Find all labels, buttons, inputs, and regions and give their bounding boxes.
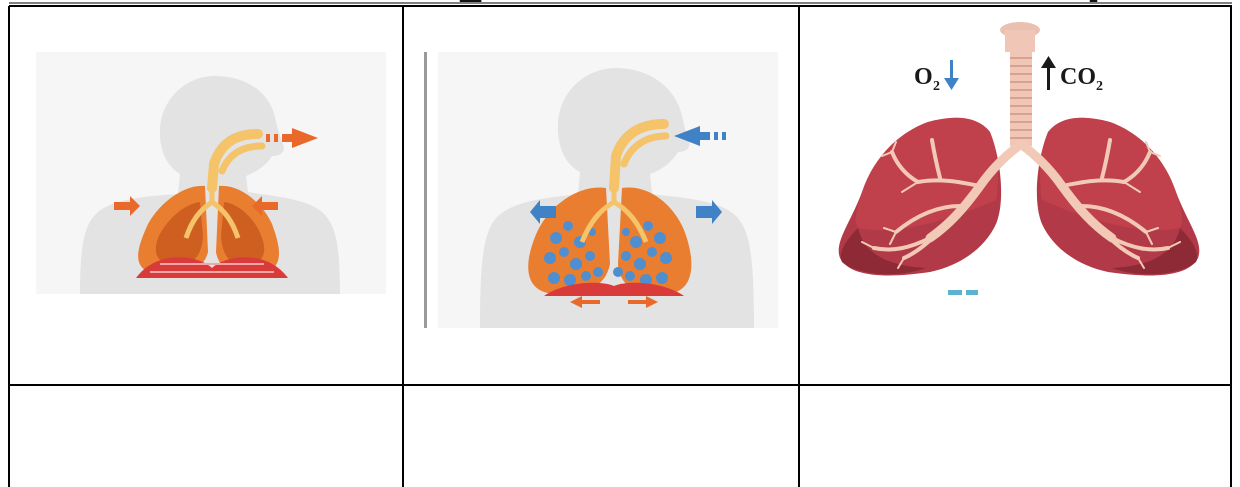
carbon-dioxide-subscript: 2 xyxy=(1096,79,1103,94)
table-cell-inhalation xyxy=(404,6,798,384)
exhalation-diagram xyxy=(10,6,402,384)
answer-cell-1[interactable] xyxy=(10,386,402,487)
inhalation-diagram xyxy=(404,6,798,384)
answer-cell-3[interactable] xyxy=(800,386,1230,487)
oxygen-label: O xyxy=(914,64,933,90)
table-cell-exhalation xyxy=(10,6,402,384)
carbon-dioxide-label: CO xyxy=(1060,64,1096,90)
table-cell-lungs: O 2 CO 2 xyxy=(800,6,1230,384)
oxygen-subscript: 2 xyxy=(933,79,940,94)
image-edge-line xyxy=(424,52,427,328)
answer-cell-2[interactable] xyxy=(404,386,798,487)
lungs-gas-exchange-diagram: O 2 CO 2 xyxy=(800,6,1230,384)
